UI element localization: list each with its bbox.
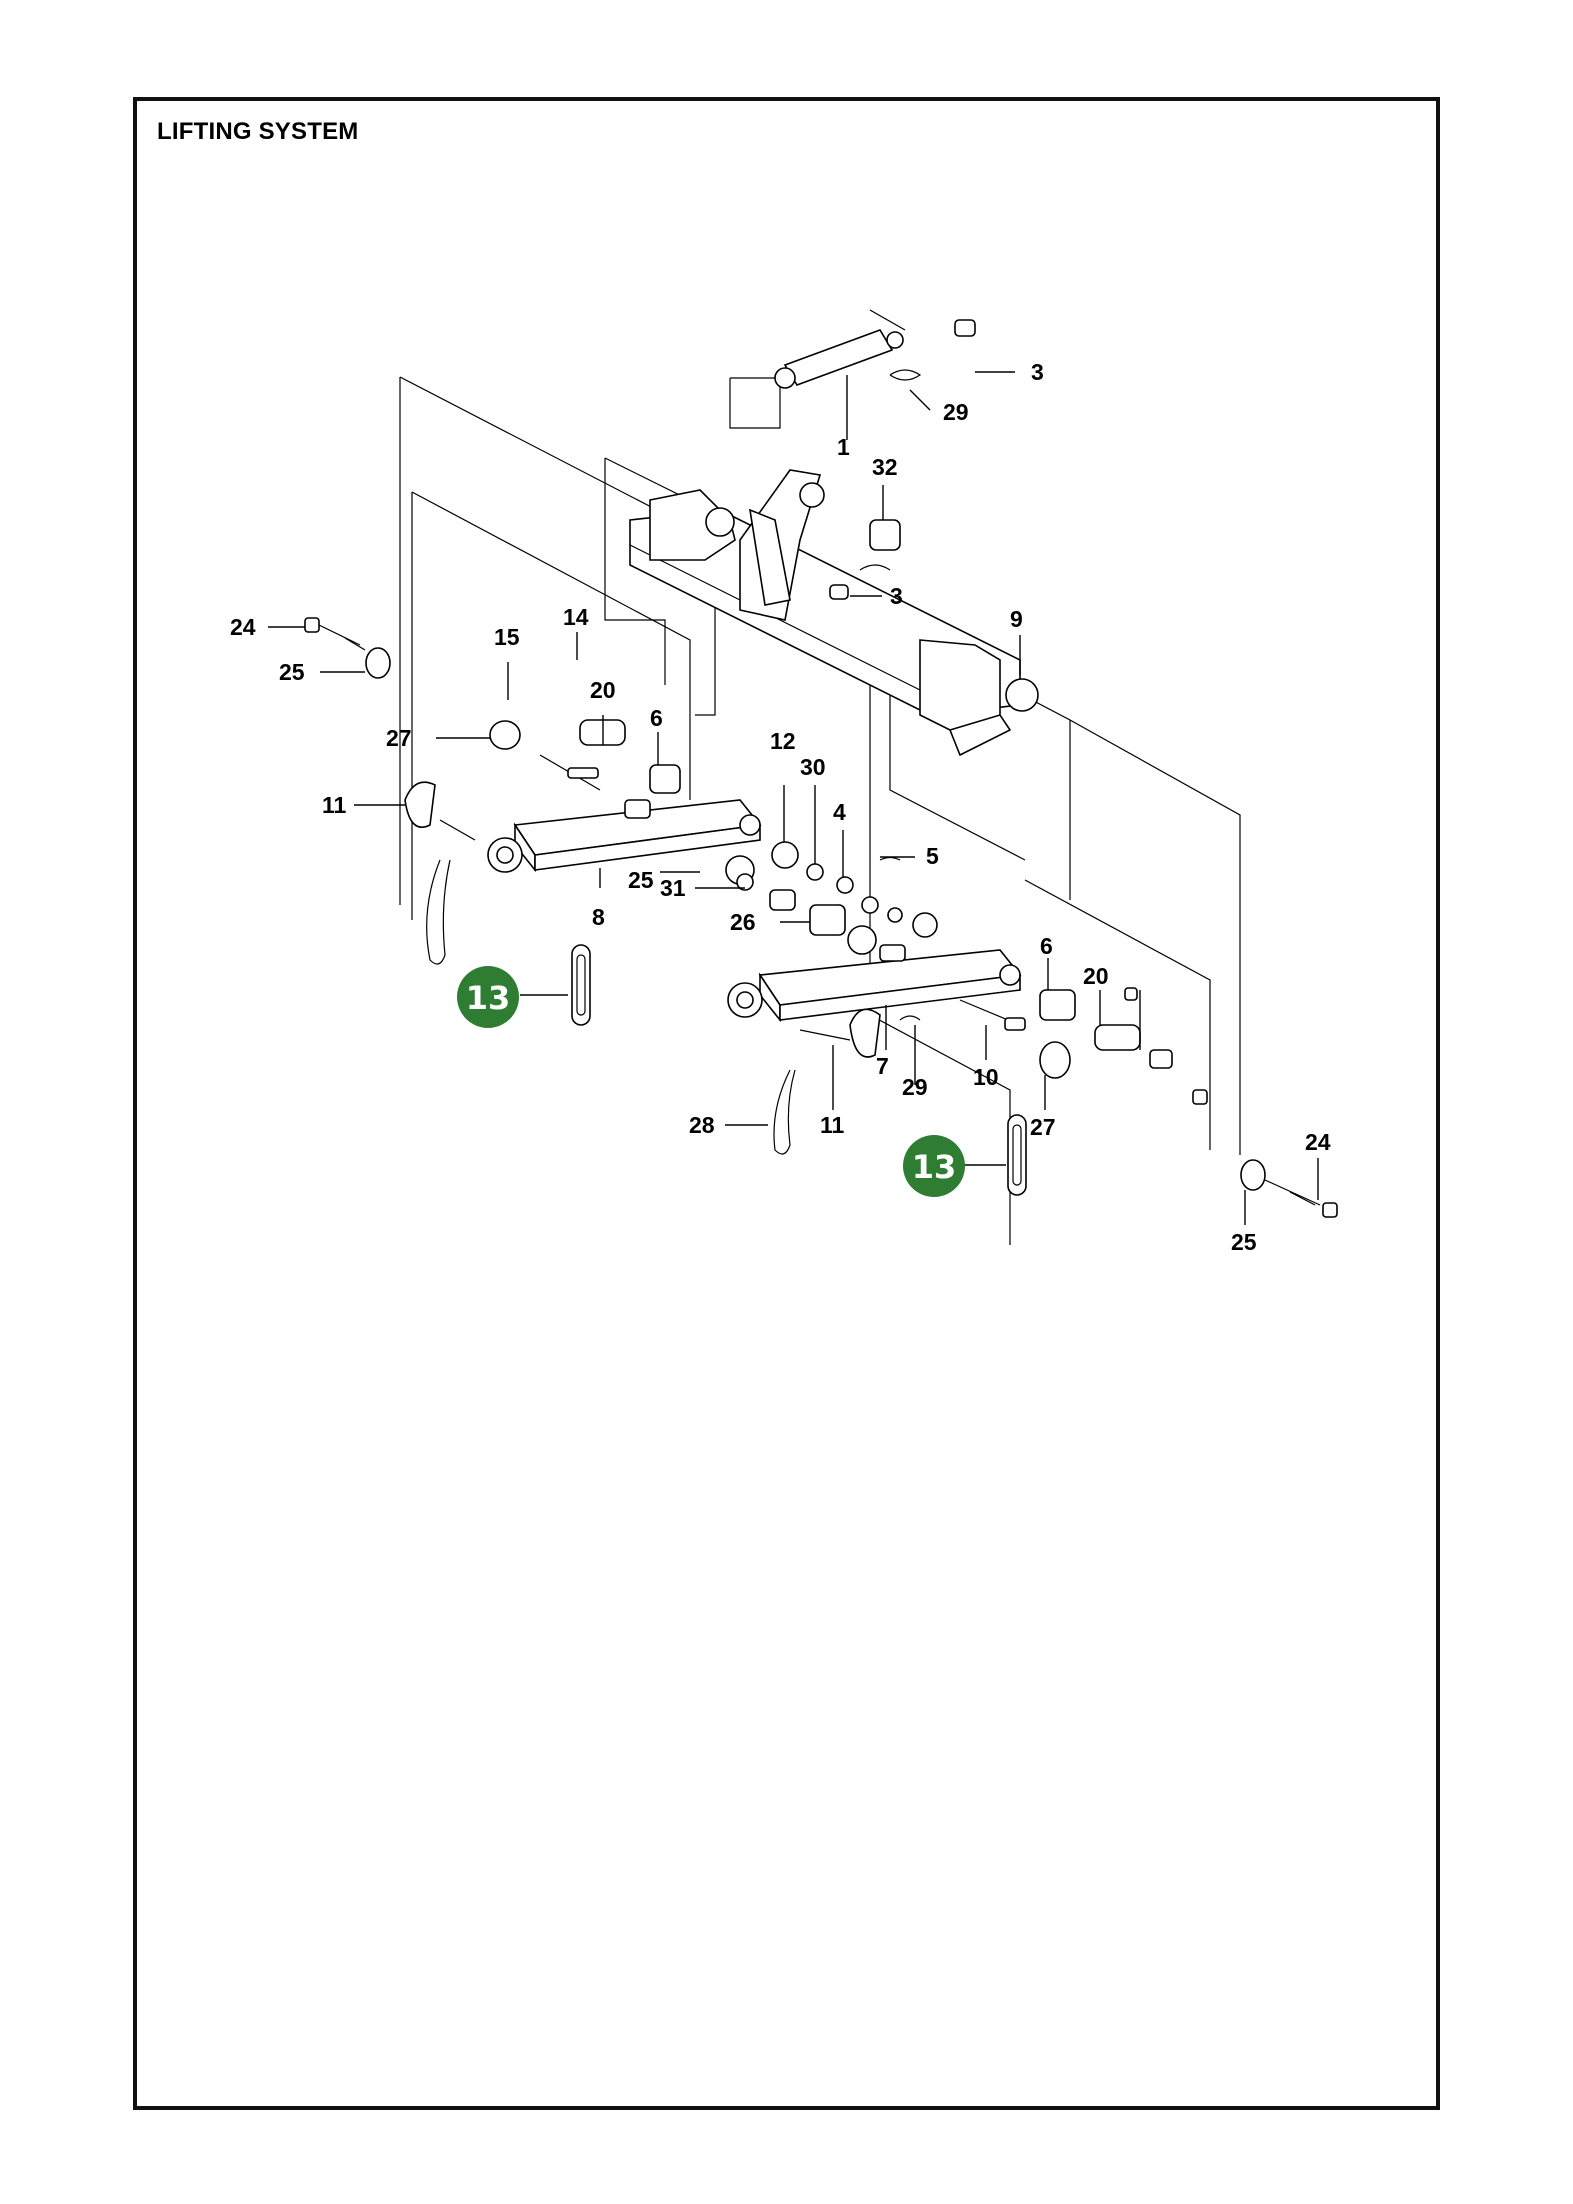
leader-lines (268, 371, 1319, 1225)
part-label: 5 (926, 843, 939, 869)
part-label: 20 (1083, 963, 1109, 989)
part-label: 25 (1231, 1229, 1257, 1255)
part-label: 27 (386, 725, 412, 751)
part-label: 31 (660, 875, 686, 901)
lift-frame (629, 469, 1039, 757)
part-label: 25 (628, 867, 654, 893)
part-label: 11 (820, 1112, 845, 1138)
part-label: 20 (590, 677, 616, 703)
callout-badge (457, 966, 519, 1028)
part-label: 15 (494, 624, 520, 650)
part-label: 26 (730, 909, 756, 935)
part-label: 3 (1031, 359, 1044, 385)
small-parts (829, 319, 976, 600)
gas-spring (774, 309, 906, 389)
part-label: 29 (902, 1074, 928, 1100)
callout-13-left: 13 (457, 966, 519, 1028)
part-label: 8 (592, 904, 605, 930)
part-label: 24 (230, 614, 256, 640)
right-bolt (1240, 1159, 1338, 1218)
callout-label: 13 (466, 979, 511, 1017)
right-arm (727, 944, 1027, 1196)
part-label: 10 (973, 1064, 999, 1090)
part-label: 12 (770, 728, 796, 754)
part-label: 28 (689, 1112, 715, 1138)
part-label: 24 (1305, 1129, 1331, 1155)
part-label: 30 (800, 754, 826, 780)
part-labels: 1 3 3 4 5 6 6 7 8 9 10 11 11 12 14 15 20… (230, 359, 1331, 1255)
part-label: 6 (650, 705, 663, 731)
part-label: 11 (322, 792, 347, 818)
part-label: 27 (1030, 1114, 1056, 1140)
part-label: 3 (890, 583, 903, 609)
part-label: 25 (279, 659, 305, 685)
part-label: 1 (837, 434, 850, 460)
callout-13-right: 13 (903, 1135, 965, 1197)
part-label: 9 (1010, 606, 1023, 632)
part-label: 14 (563, 604, 589, 630)
part-label: 7 (876, 1053, 889, 1079)
center-parts-stack (725, 841, 938, 955)
part-label: 29 (943, 399, 969, 425)
part-label: 4 (833, 799, 846, 825)
part-label: 6 (1040, 933, 1053, 959)
right-pin-stack (1039, 987, 1208, 1105)
page-title: LIFTING SYSTEM (157, 118, 359, 145)
left-bolt (304, 617, 391, 679)
callout-badge (903, 1135, 965, 1197)
part-label: 32 (872, 454, 898, 480)
callout-label: 13 (912, 1148, 957, 1186)
left-arm (404, 719, 762, 1026)
drawing-frame (133, 97, 1440, 2110)
